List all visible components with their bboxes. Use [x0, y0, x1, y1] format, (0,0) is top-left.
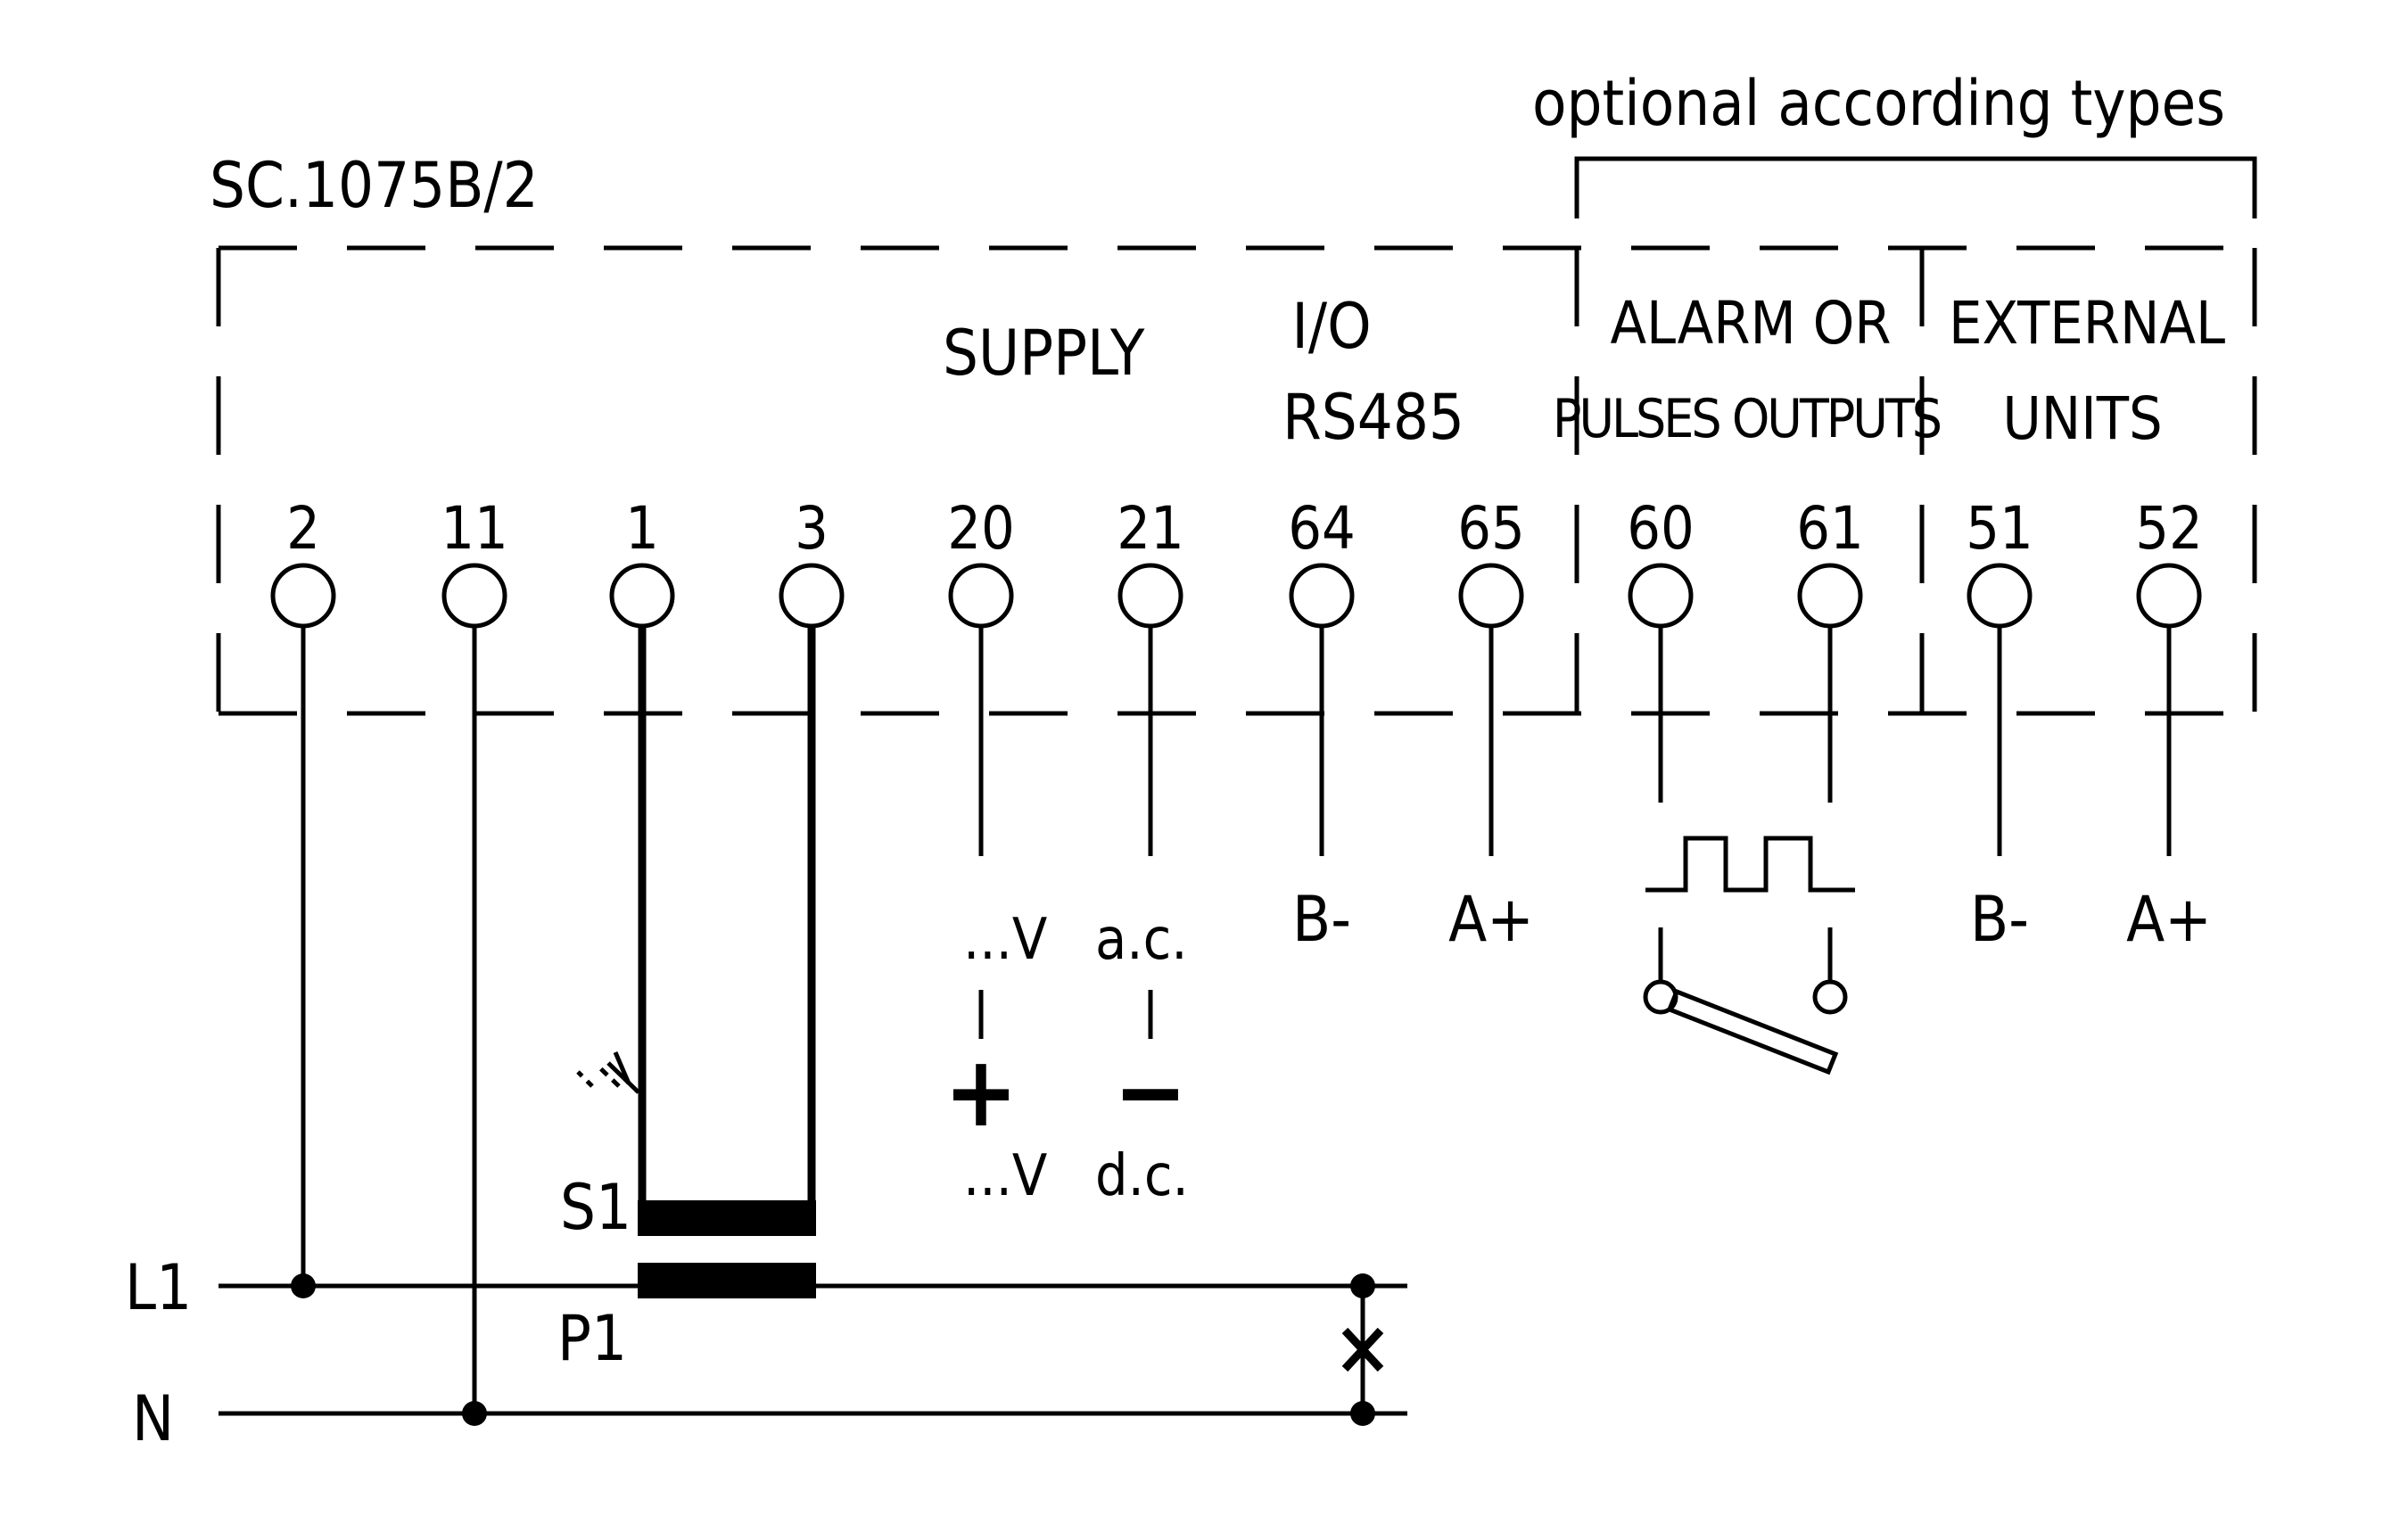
ac-label: a.c.: [1095, 907, 1188, 973]
minus-sign: −: [1114, 1034, 1188, 1149]
terminal-number: 20: [947, 494, 1015, 563]
model-label: SC.1075B/2: [210, 149, 539, 222]
terminal-screw: [270, 563, 336, 629]
io-b-minus-label: B-: [1292, 883, 1351, 956]
ext-b-minus-label: B-: [1970, 883, 2029, 956]
optional-note: optional according types: [1532, 67, 2225, 140]
terminal-screw: [1628, 563, 1694, 629]
dc-voltage-label: ...V: [963, 1143, 1047, 1209]
terminal-screw: [441, 563, 507, 629]
io-label: I/O: [1291, 290, 1371, 363]
alarm-label: ALARM OR: [1610, 289, 1891, 358]
current-transformer: [638, 626, 816, 1298]
terminal-screw: [948, 563, 1014, 629]
ac-voltage-label: ...V: [963, 907, 1047, 973]
terminal-number: 1: [625, 494, 659, 563]
terminal-screw: [1967, 563, 2033, 629]
terminal-screw: [1117, 563, 1183, 629]
terminal-number: 21: [1117, 494, 1184, 563]
terminal-number: 2: [286, 494, 320, 563]
dc-label: d.c.: [1095, 1143, 1189, 1209]
terminal-number: 3: [795, 494, 829, 563]
pulse-output-symbol: [1643, 626, 1855, 1075]
earth-symbol: [576, 1051, 640, 1094]
external-units-wiring: [1997, 626, 2172, 856]
terminal-number: 51: [1966, 494, 2033, 563]
terminal-number: 64: [1288, 494, 1356, 563]
io-a-plus-label: A+: [1448, 883, 1534, 956]
terminal-screw: [609, 563, 675, 629]
terminal-number: 65: [1457, 494, 1525, 563]
l1-label: L1: [125, 1251, 192, 1324]
supply-wiring: [301, 626, 1153, 1413]
terminal-screw: [2136, 563, 2202, 629]
n-label: N: [132, 1382, 174, 1455]
external-label: EXTERNAL: [1949, 289, 2225, 358]
units-label: UNITS: [2002, 384, 2162, 453]
terminal-number: 52: [2135, 494, 2203, 563]
mains-lines: [219, 1273, 1407, 1426]
terminal-number: 11: [441, 494, 508, 563]
rs485-label: RS485: [1282, 381, 1464, 454]
ext-a-plus-label: A+: [2126, 883, 2212, 956]
p1-label: P1: [557, 1302, 627, 1375]
plus-sign: +: [944, 1034, 1018, 1149]
optional-bracket: [1574, 156, 2257, 218]
supply-label: SUPPLY: [943, 317, 1145, 390]
terminal-screw: [1289, 563, 1355, 629]
terminal-screw: [779, 563, 845, 629]
pulses-outputs-label: PULSES OUTPUTS: [1553, 388, 1941, 450]
rs485-wiring: [1319, 626, 1494, 856]
terminal-number: 61: [1796, 494, 1864, 563]
terminal-screw: [1797, 563, 1863, 629]
terminal-screw: [1458, 563, 1524, 629]
device-enclosure: [216, 245, 2257, 716]
s1-label: S1: [560, 1171, 631, 1244]
terminal-number: 60: [1627, 494, 1695, 563]
